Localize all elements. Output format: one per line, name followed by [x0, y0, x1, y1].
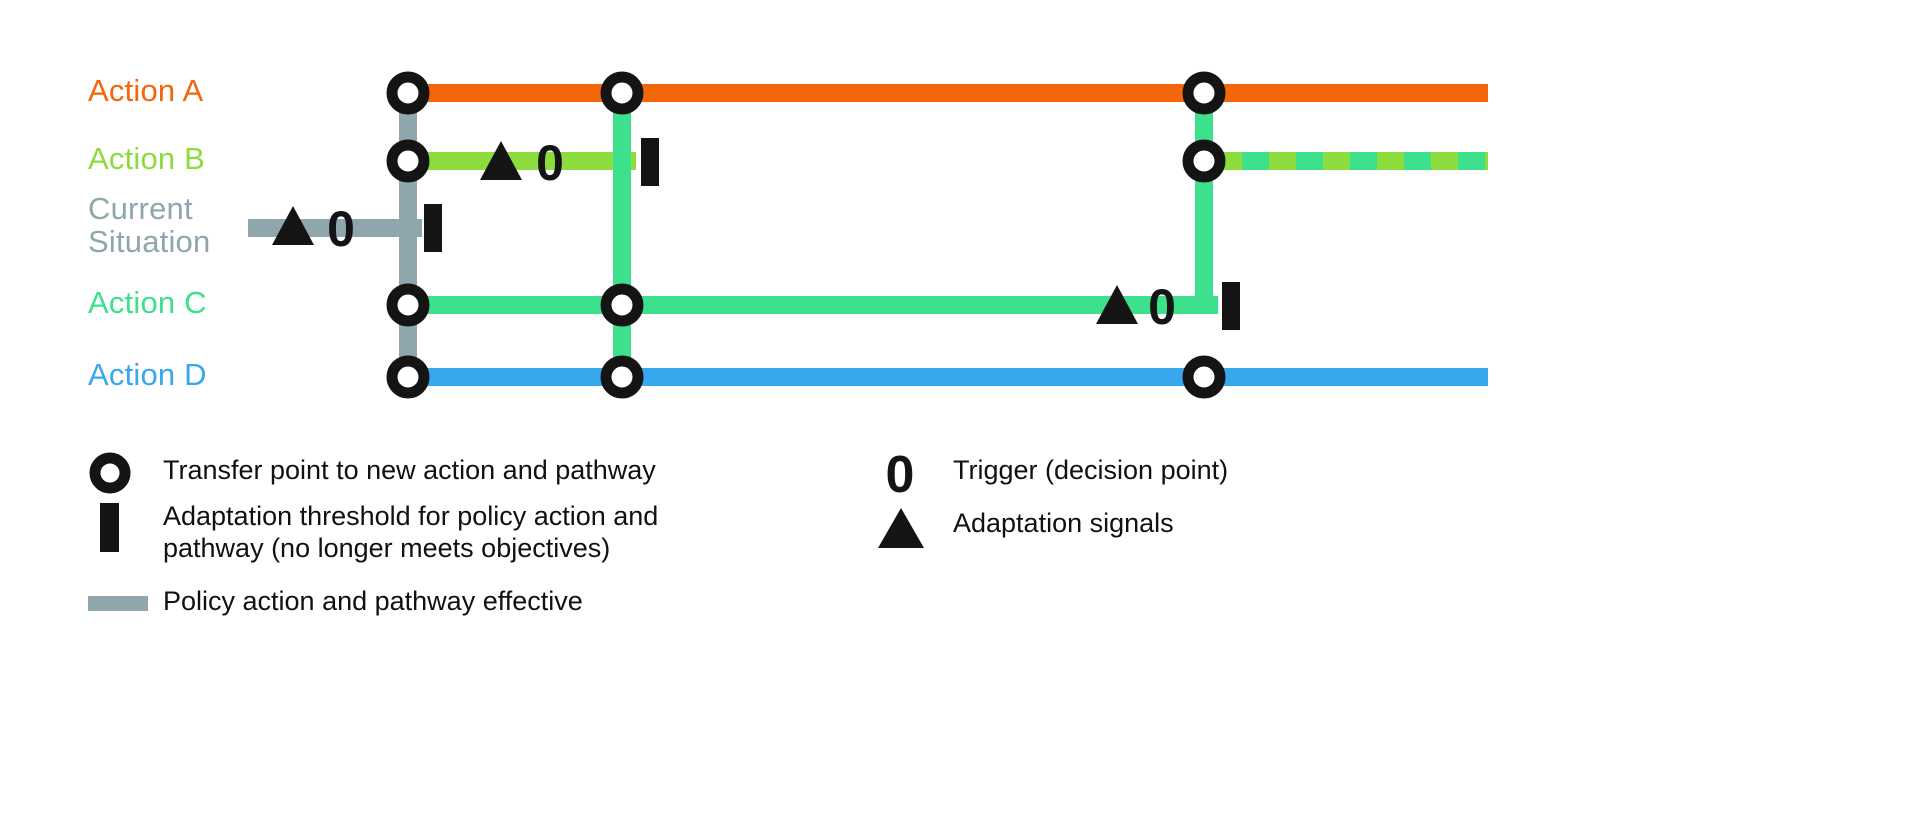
transfer-point-icon[interactable]: [386, 283, 430, 327]
row-label-action-d: Action D: [88, 357, 207, 392]
adaptation-signal-icon-action-b: [480, 141, 522, 180]
threshold-bar-action-c: [1222, 282, 1240, 330]
connector-trunks: [399, 93, 1213, 377]
transfer-point-icon[interactable]: [386, 355, 430, 399]
legend-item-transfer-point-label: Transfer point to new action and pathway: [163, 455, 656, 485]
legend-item-policy-effective-label: Policy action and pathway effective: [163, 586, 583, 616]
adaptation-signal-icon-current: [272, 206, 314, 245]
legend-symbols: 0: [88, 446, 924, 611]
transfer-point-icon[interactable]: [1182, 139, 1226, 183]
transfer-point-icon[interactable]: [386, 71, 430, 115]
adaptation-signal-icon-action-c: [1096, 285, 1138, 324]
trunk-column-3-overlay: [1195, 93, 1213, 305]
threshold-bar-action-b: [641, 138, 659, 186]
pathway-action-c: [400, 296, 1218, 314]
legend-adaptation-signal-icon: [878, 508, 924, 548]
trigger-icon-action-b: 0: [536, 135, 564, 191]
pathway-action-a: [400, 84, 1488, 102]
legend-threshold-bar-icon: [100, 503, 119, 552]
transfer-points: [386, 71, 1226, 399]
adaptation-signal-markers: [272, 141, 1138, 324]
pathway-action-b-segment-1: [400, 152, 636, 170]
adaptation-threshold-bars: [424, 138, 1240, 330]
connector-trunks-overlay: [613, 93, 1213, 377]
pathway-action-b-segment-2-dashed: [1204, 152, 1488, 170]
pathway-action-d: [400, 368, 1488, 386]
legend-effective-line-icon: [88, 596, 148, 611]
legend-item-adaptation-signals-label: Adaptation signals: [953, 508, 1174, 538]
transfer-point-icon[interactable]: [600, 355, 644, 399]
trigger-icon-action-c: 0: [1148, 279, 1176, 335]
trigger-icon-current: 0: [327, 201, 355, 257]
legend-item-trigger-label: Trigger (decision point): [953, 455, 1229, 485]
row-label-action-c: Action C: [88, 285, 207, 320]
row-label-action-a: Action A: [88, 73, 204, 108]
transfer-point-icon[interactable]: [1182, 355, 1226, 399]
legend-transfer-point-icon: [89, 452, 131, 494]
trunk-column-2-overlay: [613, 93, 631, 377]
transfer-point-icon[interactable]: [600, 283, 644, 327]
trigger-markers: 0 0 0: [327, 135, 1176, 335]
transfer-point-icon[interactable]: [386, 139, 430, 183]
legend-item-adaptation-threshold-label: Adaptation threshold for policy action a…: [163, 501, 659, 563]
transfer-point-icon[interactable]: [1182, 71, 1226, 115]
row-label-action-b: Action B: [88, 141, 206, 176]
threshold-bar-current-situation: [424, 204, 442, 252]
row-label-current-situation: Current Situation: [88, 191, 211, 260]
legend-trigger-icon: 0: [886, 446, 915, 504]
transfer-point-icon[interactable]: [600, 71, 644, 115]
